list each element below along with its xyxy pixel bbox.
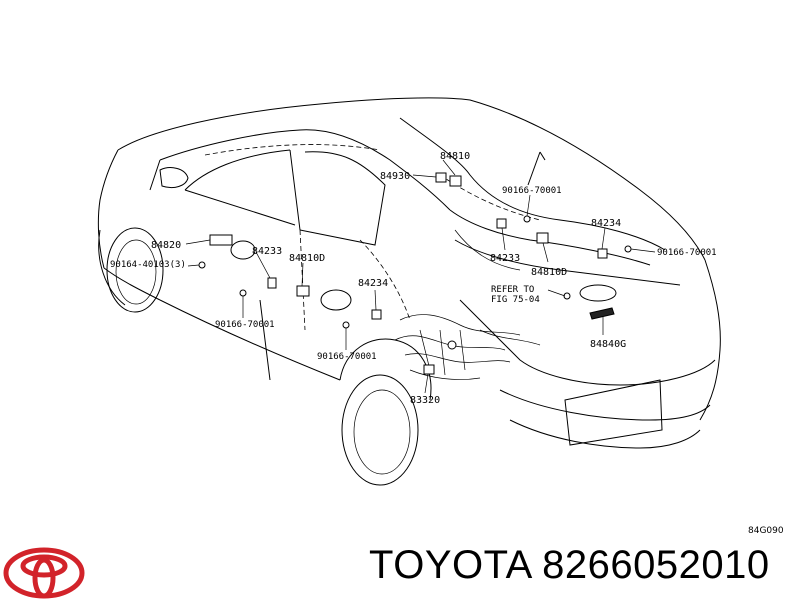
part-label: 83320 bbox=[410, 395, 440, 406]
part-label: 90166-70001 bbox=[657, 248, 717, 258]
part-83320-sensor bbox=[423, 364, 435, 375]
part-label: 84810D bbox=[531, 267, 567, 278]
part-label: 90166-70001 bbox=[317, 352, 377, 362]
part-84810d-connector bbox=[296, 285, 310, 297]
car-body-outline bbox=[97, 97, 721, 486]
part-label: 84820 bbox=[151, 240, 181, 251]
part-label: 84810 bbox=[440, 151, 470, 162]
part-label: 84810D bbox=[289, 253, 325, 264]
part-label: 84930 bbox=[380, 171, 410, 182]
leader-lines bbox=[185, 159, 656, 394]
part-84233-clip bbox=[496, 218, 507, 229]
part-84234-clip bbox=[597, 248, 608, 259]
part-84234-clip bbox=[371, 309, 382, 320]
figure-code: 84G090 bbox=[748, 526, 784, 536]
part-label: 84233 bbox=[490, 253, 520, 264]
part-84820-switch bbox=[209, 234, 233, 246]
part-label: 90164-40103(3) bbox=[110, 260, 186, 270]
part-84840g-switch bbox=[589, 307, 615, 320]
part-screw-icon bbox=[198, 261, 206, 269]
part-labels: 84810 84930 90166-70001 84234 84820 8423… bbox=[110, 151, 784, 536]
part-label: 90166-70001 bbox=[215, 320, 275, 330]
product-caption: TOYOTA 8266052010 bbox=[369, 543, 770, 587]
part-bolt-icon bbox=[624, 245, 632, 253]
part-84810d-connector bbox=[536, 232, 549, 244]
refer-note-line1: REFER TO bbox=[491, 285, 534, 295]
part-84233-clip bbox=[267, 277, 277, 289]
part-label: 84840G bbox=[590, 339, 626, 350]
toyota-logo-icon bbox=[3, 547, 85, 599]
part-84810-connector bbox=[449, 175, 462, 187]
part-connector-icon bbox=[447, 340, 457, 350]
part-label: 90166-70001 bbox=[502, 186, 562, 196]
part-label: 84233 bbox=[252, 246, 282, 257]
part-bolt-icon bbox=[523, 215, 531, 223]
part-label: 84234 bbox=[591, 218, 621, 229]
parts bbox=[198, 172, 632, 375]
part-84930-switch bbox=[435, 172, 447, 183]
refer-note-line2: FIG 75-04 bbox=[491, 295, 540, 305]
part-bolt-icon bbox=[342, 321, 350, 329]
part-bolt-icon bbox=[239, 289, 247, 297]
part-label: 84234 bbox=[358, 278, 388, 289]
